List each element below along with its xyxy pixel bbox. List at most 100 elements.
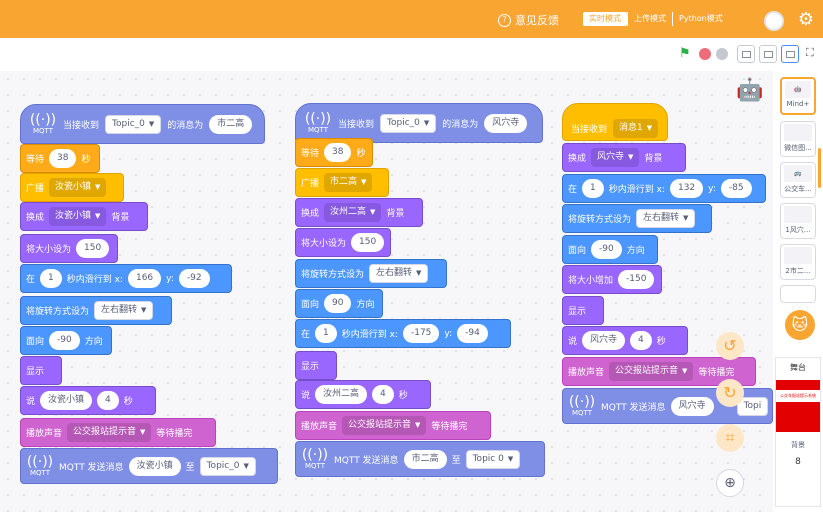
mode-upload[interactable]: 上传模式 bbox=[627, 12, 672, 26]
redo-icon[interactable]: ↻ bbox=[716, 379, 744, 407]
backdrop-dropdown[interactable]: 风穴寺▼ bbox=[591, 148, 640, 167]
sound-dropdown[interactable]: 公交报站提示音▼ bbox=[609, 362, 694, 381]
rotation-style-block[interactable]: 将旋转方式设为左右翻转▼ bbox=[562, 204, 712, 233]
topic-dropdown[interactable]: Topic_0▼ bbox=[105, 114, 162, 134]
x-input[interactable]: 166 bbox=[127, 269, 162, 288]
broadcast-block[interactable]: 广播汝瓷小镇▼ bbox=[20, 173, 124, 202]
message-input[interactable]: 市二高 bbox=[209, 114, 253, 134]
backdrop-dropdown[interactable]: 汝瓷小镇▼ bbox=[49, 207, 107, 226]
fullscreen-icon[interactable]: ⛶ bbox=[803, 45, 821, 63]
send-topic-dropdown[interactable]: Topic_0▼ bbox=[199, 456, 256, 476]
size-change-input[interactable]: -150 bbox=[618, 270, 655, 289]
user-avatar-icon[interactable] bbox=[764, 11, 784, 31]
zoom-in-icon[interactable]: ⊕ bbox=[716, 469, 744, 497]
broadcast-dropdown[interactable]: 汝瓷小镇▼ bbox=[49, 178, 107, 197]
change-size-block[interactable]: 将大小增加-150 bbox=[562, 265, 662, 294]
sprite-thumb-shierg[interactable]: 2市二... bbox=[780, 244, 816, 280]
send-topic-dropdown[interactable]: Topic 0▼ bbox=[465, 449, 521, 469]
say-input[interactable]: 风穴寺 bbox=[582, 331, 626, 350]
sprite-thumb-bus[interactable]: 🚌 公交车... bbox=[780, 162, 816, 198]
show-block[interactable]: 显示 bbox=[295, 351, 337, 380]
send-topic-dropdown[interactable]: Topi bbox=[736, 396, 769, 416]
medium-stage-icon[interactable] bbox=[759, 45, 777, 63]
rotation-style-block[interactable]: 将旋转方式设为左右翻转▼ bbox=[295, 259, 447, 288]
play-sound-block[interactable]: 播放声音公交报站提示音▼等待播完 bbox=[295, 411, 491, 440]
feedback-button[interactable]: ? 意见反馈 bbox=[498, 12, 559, 28]
large-stage-icon[interactable] bbox=[781, 45, 799, 63]
broadcast-dropdown[interactable]: 市二高▼ bbox=[324, 173, 373, 192]
sprite-thumb-wechat[interactable]: 微信图... bbox=[780, 121, 816, 157]
switch-backdrop-block[interactable]: 换成汝瓷小镇▼背景 bbox=[20, 202, 148, 231]
sound-dropdown[interactable]: 公交报站提示音▼ bbox=[67, 423, 152, 442]
send-message-input[interactable]: 汝瓷小镇 bbox=[128, 456, 181, 476]
cat-add-icon[interactable]: 🐱 bbox=[785, 310, 815, 340]
say-input[interactable]: 汝州二高 bbox=[315, 385, 368, 404]
sprite-thumb-mind[interactable]: 🤖 Mind+ bbox=[780, 77, 816, 115]
switch-backdrop-block[interactable]: 换成风穴寺▼背景 bbox=[562, 143, 686, 172]
message-dropdown[interactable]: 消息1▼ bbox=[613, 118, 659, 138]
x-input[interactable]: -175 bbox=[402, 324, 440, 343]
stage-thumbnail[interactable]: 公交车报站提示系统 bbox=[776, 380, 820, 432]
y-input[interactable]: -94 bbox=[457, 324, 488, 343]
rotation-dropdown[interactable]: 左右翻转▼ bbox=[94, 301, 154, 320]
sprite-scrollbar[interactable] bbox=[818, 148, 821, 188]
crop-icon[interactable]: ⌗ bbox=[716, 424, 744, 452]
play-sound-block[interactable]: 播放声音公交报站提示音▼等待播完 bbox=[20, 418, 216, 447]
wait-input[interactable]: 38 bbox=[49, 149, 77, 168]
broadcast-block[interactable]: 广播市二高▼ bbox=[295, 168, 389, 197]
wait-input[interactable]: 38 bbox=[324, 143, 352, 162]
gear-icon[interactable]: ⚙ bbox=[797, 9, 815, 30]
size-input[interactable]: 150 bbox=[76, 239, 110, 258]
rotation-style-block[interactable]: 将旋转方式设为左右翻转▼ bbox=[20, 296, 172, 325]
mqtt-receive-hat-2[interactable]: ((·))MQTT 当接收到 Topic_0▼ 的消息为 风穴寺 bbox=[295, 103, 543, 143]
y-input[interactable]: -85 bbox=[720, 179, 752, 198]
sprite-thumb-more[interactable] bbox=[780, 285, 816, 303]
direction-input[interactable]: 90 bbox=[324, 294, 352, 313]
receive-broadcast-hat[interactable]: 当接收到消息1▼ bbox=[562, 103, 668, 141]
mqtt-receive-hat[interactable]: ((·))MQTT 当接收到 Topic_0▼ 的消息为 市二高 bbox=[20, 104, 265, 144]
topic-dropdown[interactable]: Topic_0▼ bbox=[380, 113, 437, 133]
size-input[interactable]: 150 bbox=[351, 233, 385, 252]
mode-python[interactable]: Python模式 bbox=[672, 12, 729, 26]
direction-input[interactable]: -90 bbox=[49, 331, 80, 350]
secs-input[interactable]: 1 bbox=[40, 269, 62, 288]
say-secs-input[interactable]: 4 bbox=[630, 331, 652, 350]
show-block[interactable]: 显示 bbox=[20, 356, 62, 385]
small-stage-icon[interactable] bbox=[737, 45, 755, 63]
show-block[interactable]: 显示 bbox=[562, 296, 604, 325]
x-input[interactable]: 132 bbox=[669, 179, 704, 198]
say-secs-input[interactable]: 4 bbox=[372, 385, 394, 404]
secs-input[interactable]: 1 bbox=[315, 324, 337, 343]
message-input[interactable]: 风穴寺 bbox=[484, 113, 528, 133]
stop-icon[interactable] bbox=[699, 48, 711, 60]
say-secs-input[interactable]: 4 bbox=[97, 391, 119, 410]
secs-input[interactable]: 1 bbox=[582, 179, 604, 198]
send-message-input[interactable]: 市二高 bbox=[403, 449, 447, 469]
direction-input[interactable]: -90 bbox=[591, 240, 622, 259]
backdrop-dropdown[interactable]: 汝州二高▼ bbox=[324, 203, 382, 222]
rotation-dropdown[interactable]: 左右翻转▼ bbox=[369, 264, 429, 283]
say-input[interactable]: 汝瓷小镇 bbox=[40, 391, 93, 410]
y-input[interactable]: -92 bbox=[178, 269, 210, 288]
sound-dropdown[interactable]: 公交报站提示音▼ bbox=[342, 416, 427, 435]
switch-backdrop-block[interactable]: 换成汝州二高▼背景 bbox=[295, 198, 423, 227]
undo-icon[interactable]: ↺ bbox=[716, 332, 744, 360]
sprite-thumb-fengxue[interactable]: 1风穴... bbox=[780, 203, 816, 239]
rotation-dropdown[interactable]: 左右翻转▼ bbox=[636, 209, 696, 228]
green-flag-icon[interactable]: ⚑ bbox=[679, 46, 691, 61]
